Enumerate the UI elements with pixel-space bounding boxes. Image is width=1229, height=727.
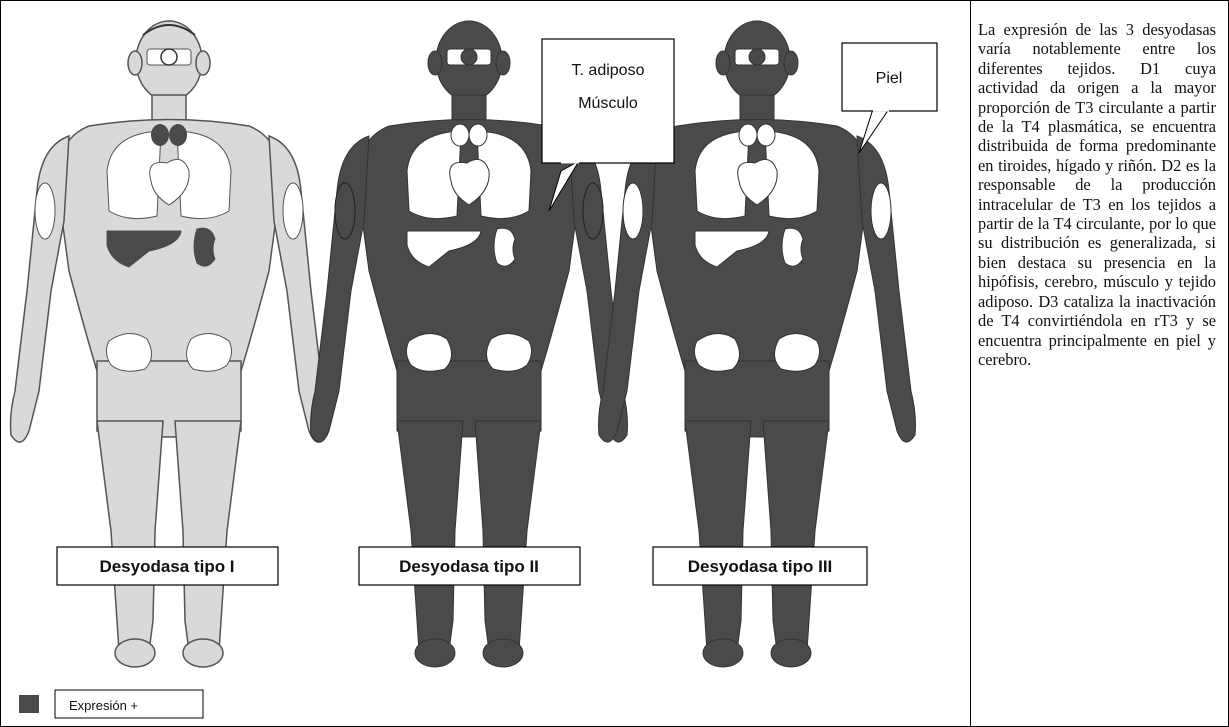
callout-label-adipose: T. adiposo [572, 62, 645, 79]
svg-text:Desyodasa tipo I: Desyodasa tipo I [99, 557, 234, 576]
callout-label-muscle: Músculo [578, 95, 638, 112]
deiodinase-diagram: T. adiposo Músculo Piel Desyodasa tipo I… [1, 1, 970, 726]
column-divider [970, 0, 971, 727]
legend: Expresión + [19, 690, 203, 718]
label-type-2: Desyodasa tipo II [359, 547, 580, 585]
callout-type-3: Piel [842, 43, 937, 153]
legend-swatch [19, 695, 39, 713]
caption-text: La expresión de las 3 desyodasas varía n… [978, 20, 1216, 369]
label-type-1: Desyodasa tipo I [57, 547, 278, 585]
legend-label: Expresión + [69, 698, 138, 713]
svg-text:Desyodasa tipo III: Desyodasa tipo III [688, 557, 833, 576]
svg-text:Desyodasa tipo II: Desyodasa tipo II [399, 557, 539, 576]
label-type-3: Desyodasa tipo III [653, 547, 867, 585]
callout-label-skin: Piel [876, 70, 903, 87]
